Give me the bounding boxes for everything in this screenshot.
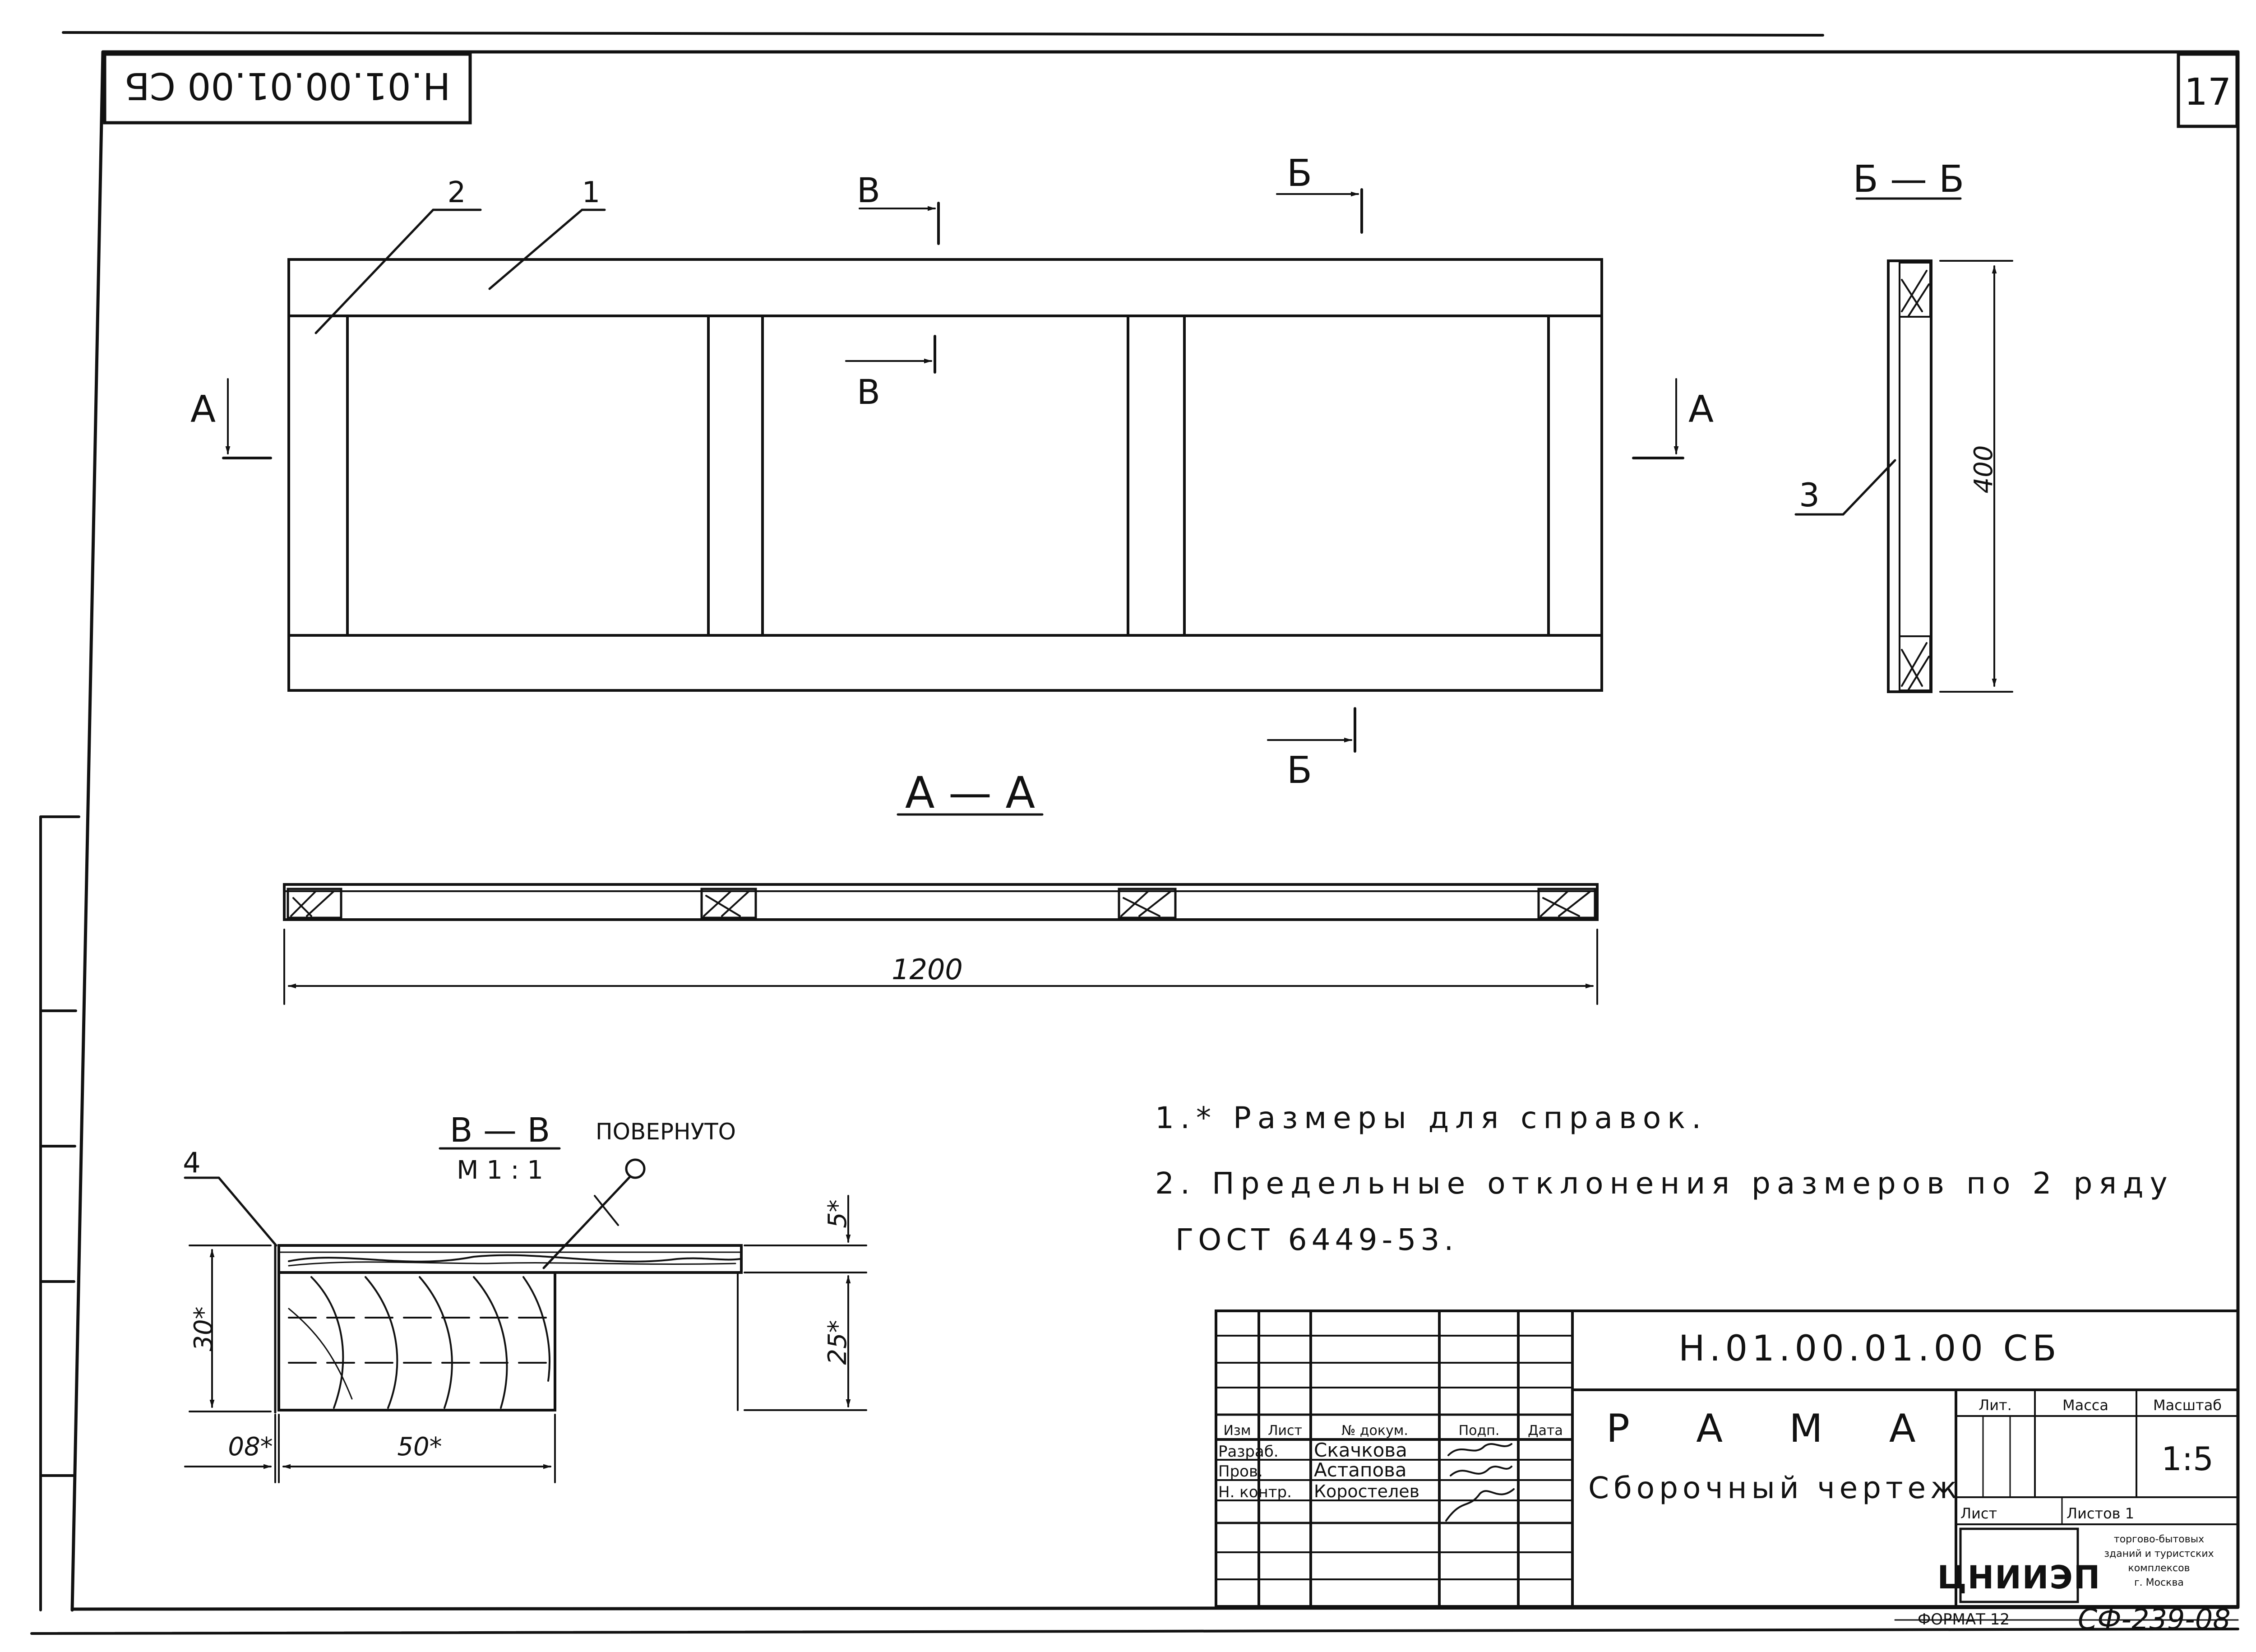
- scale-value: 1:5: [2161, 1440, 2214, 1478]
- org-line-2: зданий и туристских: [2104, 1548, 2214, 1559]
- note-2: 2. Предельные отклонения размеров по 2 р…: [1155, 1166, 2174, 1201]
- org-line-3: комплексов: [2128, 1563, 2190, 1574]
- section-a-label-left: А: [190, 388, 216, 431]
- format-label: ФОРМАТ 12: [1918, 1610, 2010, 1629]
- section-vv-detail: [274, 1158, 743, 1414]
- mass-label: Масса: [2062, 1397, 2108, 1414]
- org-line-4: г. Москва: [2134, 1577, 2184, 1588]
- section-bb-title: Б — Б: [1853, 158, 1965, 201]
- col-header-date: Дата: [1528, 1423, 1563, 1439]
- role-checker: Пров.: [1218, 1462, 1263, 1481]
- section-vv-leader: [184, 1176, 277, 1247]
- col-header-list: Лист: [1268, 1423, 1302, 1439]
- binding-strip: [39, 815, 80, 1611]
- dimension-1200: 1200: [892, 953, 963, 986]
- org-logo-frame: [1959, 1527, 2079, 1603]
- scale-label: Масштаб: [2153, 1397, 2222, 1414]
- section-v-cut-marks: [845, 202, 940, 374]
- dimension-30: 30*: [189, 1306, 218, 1351]
- section-aa-title: А — А: [905, 768, 1035, 818]
- callout-3: 3: [1799, 476, 1820, 514]
- section-b-label-bottom: Б: [1287, 749, 1312, 792]
- dimension-400: 400: [1969, 445, 1998, 494]
- section-bb-profile: [1887, 259, 1932, 693]
- name-developer: Скачкова: [1314, 1439, 1407, 1461]
- archive-code: СФ-239-08: [2078, 1603, 2231, 1636]
- callout-1: 1: [582, 176, 601, 209]
- section-vv-scale: М 1 : 1: [457, 1156, 543, 1185]
- col-header-sign: Подп.: [1459, 1423, 1500, 1439]
- section-aa-profile: [283, 883, 1599, 921]
- section-v-label-bottom: В: [857, 372, 880, 412]
- dimension-5: 5*: [823, 1199, 852, 1228]
- title-block-name: Р А М А: [1606, 1406, 1943, 1451]
- name-checker: Астапова: [1314, 1459, 1407, 1481]
- section-a-cut-marks: [222, 378, 1684, 459]
- lit-label: Лит.: [1979, 1397, 2012, 1414]
- section-vv-dimensions: [184, 1195, 867, 1483]
- section-bb-dimension: [1939, 260, 2013, 693]
- plan-view-frame: [287, 258, 1603, 692]
- section-vv-note: ПОВЕРНУТО: [596, 1119, 736, 1145]
- role-developer: Разраб.: [1218, 1443, 1279, 1461]
- org-logo: ЦНИИЭП: [1937, 1559, 2101, 1596]
- rotated-designation: Н.01.00.01.00 СБ: [125, 64, 451, 107]
- title-block-designation: Н.01.00.01.00 СБ: [1678, 1328, 2061, 1369]
- section-aa-dimension: [283, 929, 1598, 1005]
- col-header-doc: № докум.: [1341, 1423, 1408, 1439]
- section-bb-leader: [1794, 459, 1896, 516]
- col-header-izm: Изм: [1223, 1423, 1251, 1439]
- org-line-1: торгово-бытовых: [2114, 1534, 2204, 1545]
- sheet-top-edge: [62, 31, 1824, 37]
- dimension-08: 08*: [228, 1432, 273, 1462]
- page-number: 17: [2184, 71, 2231, 114]
- note-2-continuation: ГОСТ 6449-53.: [1175, 1222, 1458, 1257]
- note-1: 1.* Размеры для справок.: [1155, 1101, 1707, 1135]
- sheet-bottom-line: [30, 1628, 2239, 1635]
- callout-2: 2: [448, 176, 466, 209]
- plan-leaders: [314, 208, 606, 334]
- signatures: [1445, 1443, 1515, 1522]
- callout-4: 4: [183, 1146, 200, 1179]
- name-norm-control: Коростелев: [1314, 1481, 1419, 1501]
- section-vv-title: В — В: [450, 1111, 550, 1150]
- sheets-label: Листов 1: [2066, 1505, 2134, 1522]
- rotated-designation-box: [103, 52, 472, 125]
- page-number-box: [2177, 52, 2239, 128]
- section-b-label-top: Б: [1287, 152, 1312, 195]
- dimension-25: 25*: [823, 1320, 852, 1365]
- section-a-label-right: А: [1688, 388, 1714, 431]
- section-b-cut-marks: [1267, 188, 1363, 753]
- role-norm-control: Н. контр.: [1218, 1483, 1292, 1501]
- sheet-label: Лист: [1960, 1505, 1997, 1522]
- section-v-label-top: В: [857, 170, 880, 210]
- title-block-grid: [1215, 1310, 2239, 1608]
- dimension-50: 50*: [397, 1432, 442, 1462]
- title-block-doc-type: Сборочный чертеж: [1588, 1471, 1962, 1505]
